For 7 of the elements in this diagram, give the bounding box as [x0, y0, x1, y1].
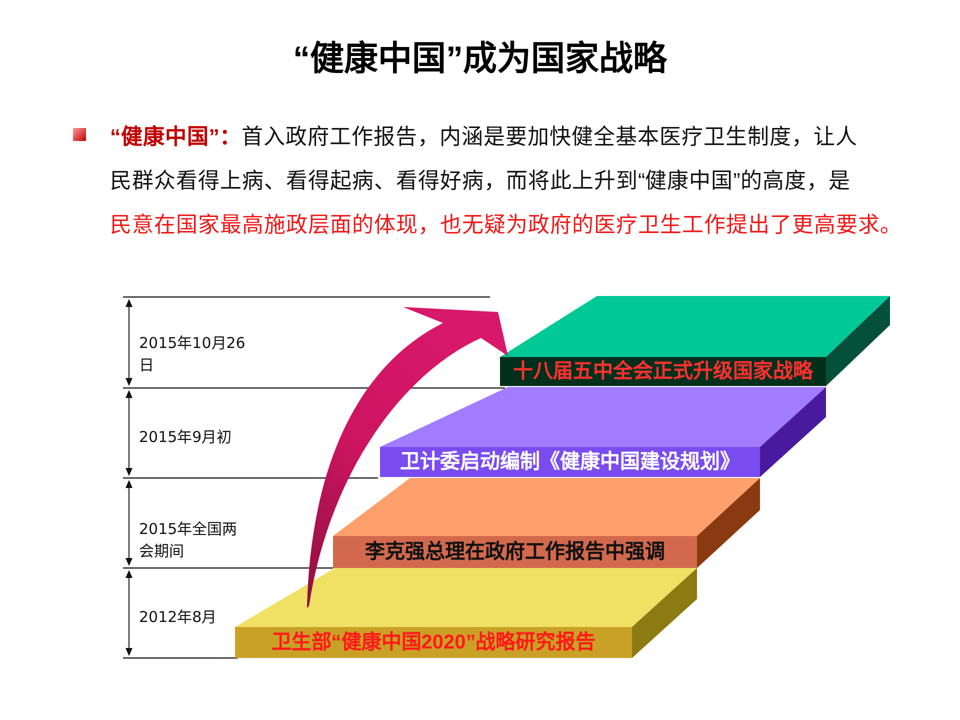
highlight-text: 民意在国家最高施政层面的体现，也无疑为政府的医疗卫生工作提出了更高要求。: [110, 212, 903, 239]
date-label: 2012年8月: [139, 607, 218, 628]
date-label: 2015年9月初: [139, 427, 233, 448]
date-label: 2015年全国两会期间: [139, 519, 238, 562]
title: “健康中国”成为国家战略: [293, 40, 667, 78]
date-label: 2015年10月26日: [139, 333, 246, 376]
body-text: “健康中国”：首入政府工作报告，内涵是要加快健全基本医疗卫生制度，让人民群众看得上病、看得起病、看得好病，而将此上升到“健康中国”的高度，是: [110, 124, 858, 195]
